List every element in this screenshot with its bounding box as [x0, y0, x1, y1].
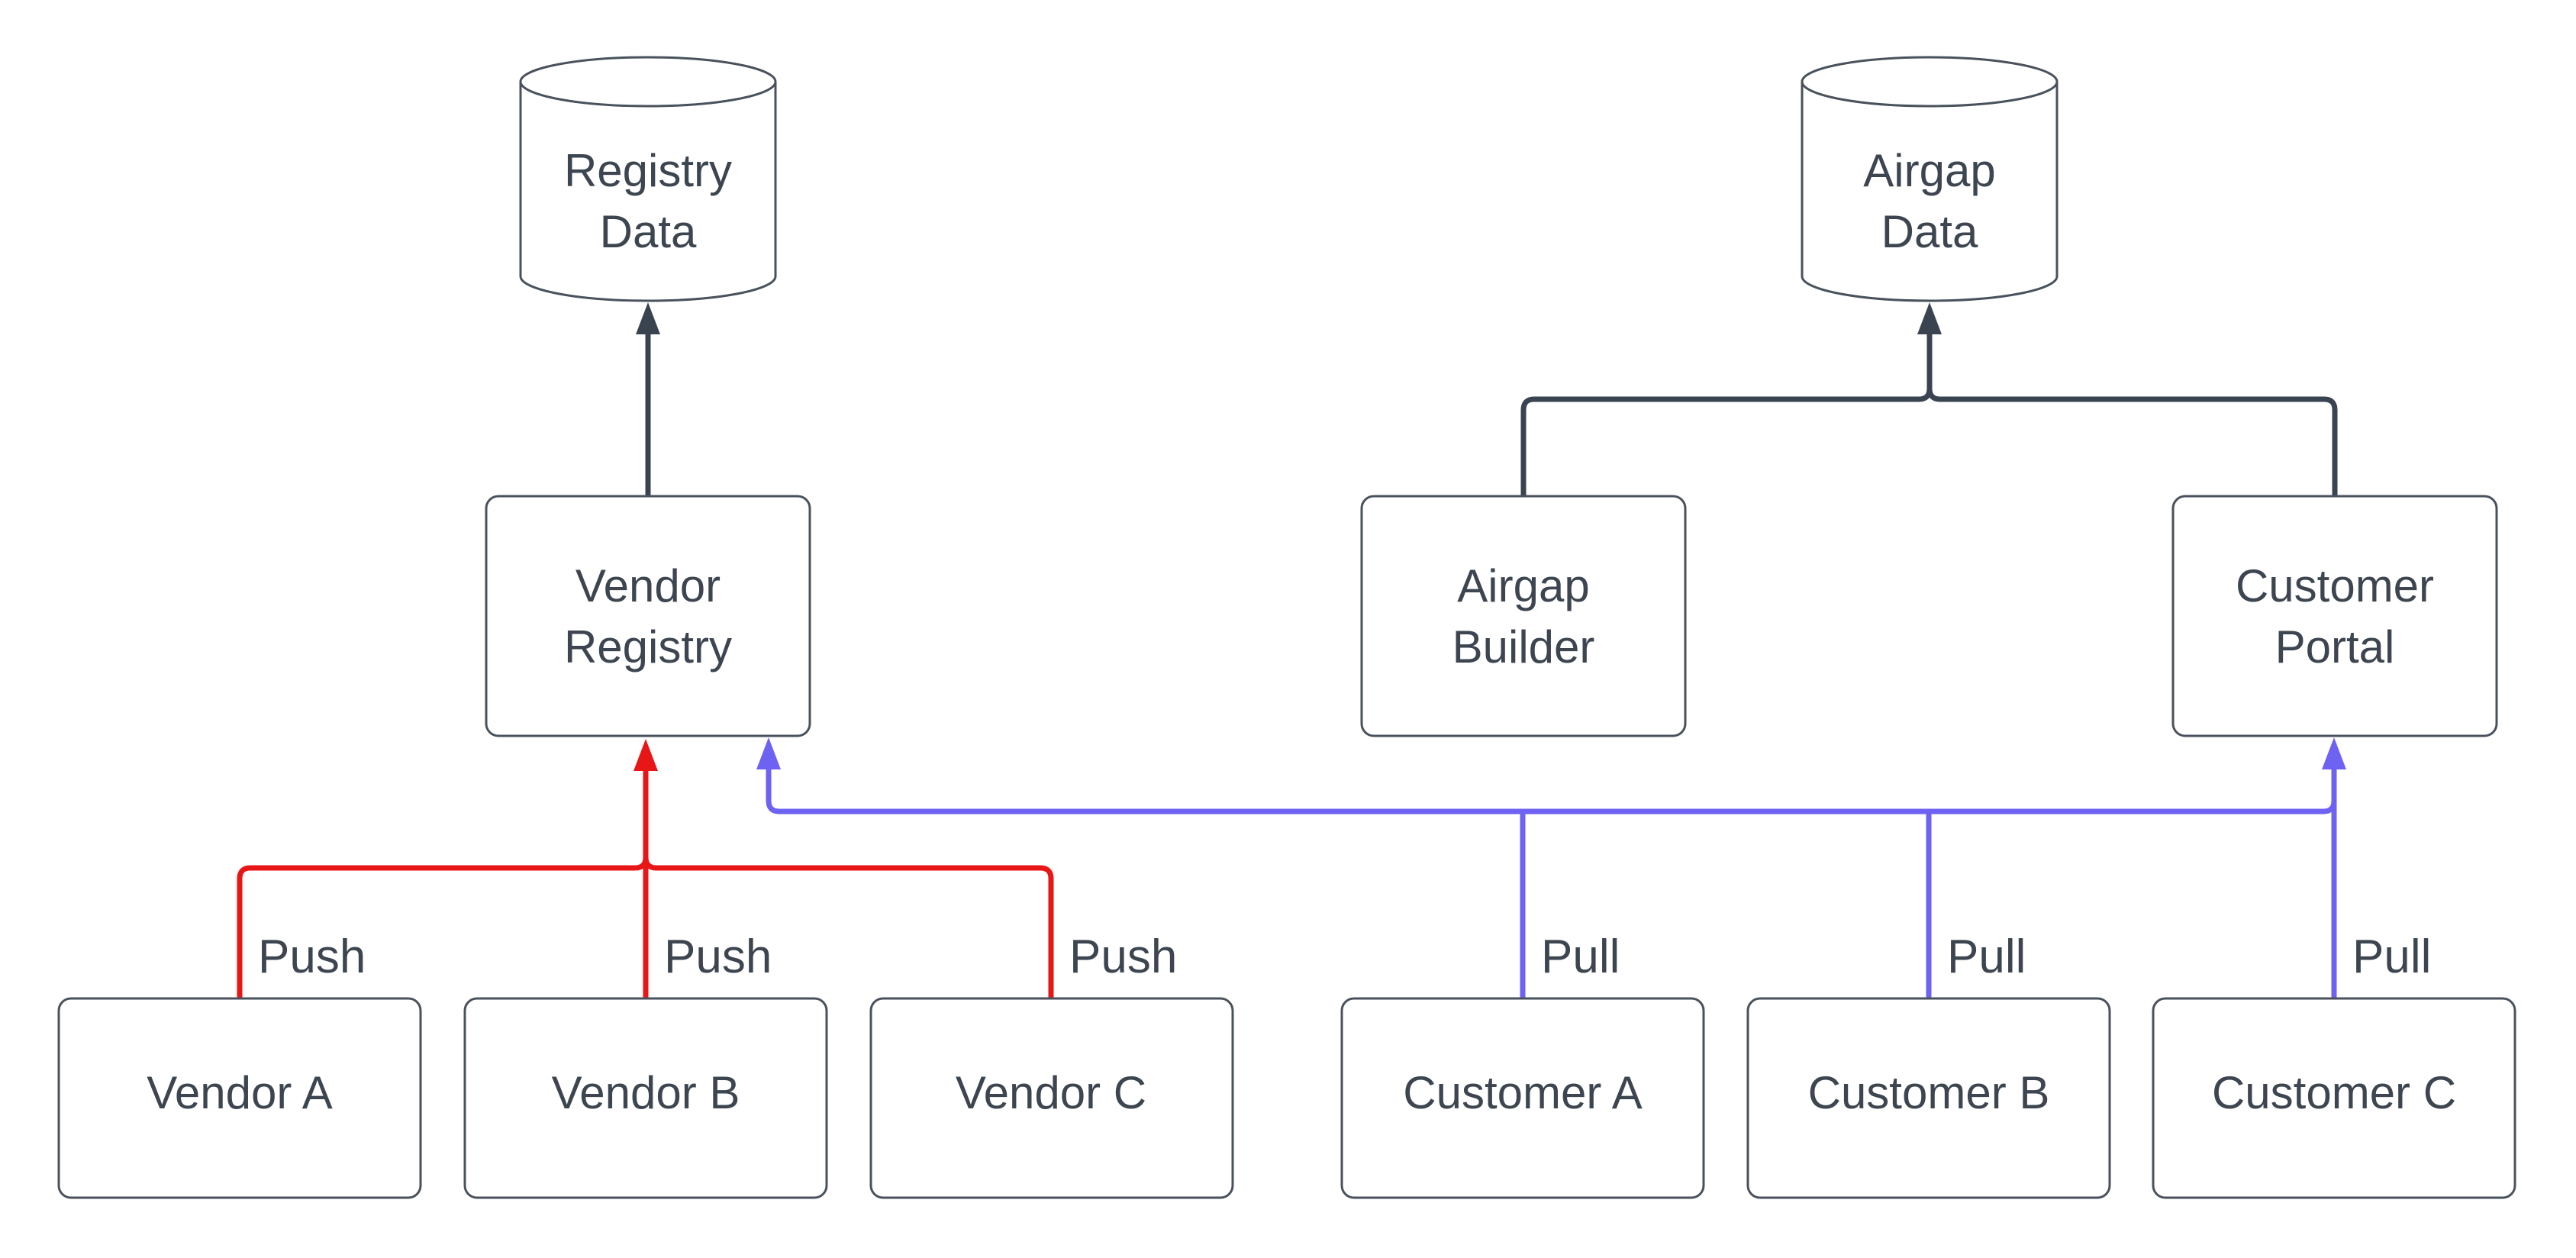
customer-a-label: Customer A	[1403, 1067, 1642, 1118]
customer-a-node-box	[1340, 997, 1705, 1199]
pull-label-customer-b: Pull	[1947, 931, 2026, 983]
vendor-registry-label-line1: Vendor	[575, 560, 721, 611]
dark-flow-lines	[645, 331, 2338, 496]
pull-flow-lines	[766, 769, 2337, 998]
airgap-data-label-line2: Data	[1881, 206, 1978, 257]
customer-c-node-box	[2152, 997, 2516, 1199]
vendor-registry-label-line2: Registry	[564, 621, 732, 673]
customer-portal-node-box	[2171, 495, 2498, 737]
pull-arrowheads	[756, 737, 2346, 769]
registry-data-cylinder-body	[519, 82, 777, 302]
airgap-builder-label-line2: Builder	[1452, 621, 1595, 673]
pull-label-customer-c: Pull	[2352, 931, 2431, 983]
push-arrowhead-into-vendor-registry	[634, 739, 658, 771]
vendor-c-node-box	[869, 997, 1234, 1199]
pull-arrowhead-into-vendor-registry	[756, 737, 781, 769]
diagram-labels: Registry Data Airgap Data Vendor Registr…	[147, 145, 2456, 1118]
pull-label-customer-a: Pull	[1541, 931, 1620, 983]
airgap-builder-node-box	[1360, 495, 1687, 737]
pull-trunk-line	[766, 769, 2337, 814]
customer-b-label: Customer B	[1808, 1067, 2050, 1118]
airgap-data-cylinder-top	[1801, 56, 2059, 108]
customer-portal-label-line1: Customer	[2236, 560, 2434, 611]
vendor-b-node-box	[463, 997, 828, 1199]
registry-data-cylinder-top	[519, 56, 777, 108]
vendor-registry-node-box	[485, 495, 811, 737]
airgap-builder-to-airgap-data-line	[1520, 388, 1933, 496]
node-shapes	[57, 56, 2516, 1199]
vendor-a-node-box	[57, 997, 422, 1199]
push-label-vendor-c: Push	[1069, 931, 1177, 983]
vendor-a-label: Vendor A	[147, 1067, 333, 1118]
airgap-data-cylinder-body	[1801, 82, 2059, 302]
customer-c-label: Customer C	[2212, 1067, 2456, 1118]
customer-portal-to-airgap-data-line	[1926, 388, 2338, 496]
vendor-b-label: Vendor B	[552, 1067, 740, 1118]
push-label-vendor-a: Push	[258, 931, 366, 983]
pull-arrowhead-into-customer-portal	[2322, 737, 2346, 769]
airgap-data-label-line1: Airgap	[1863, 145, 1995, 196]
push-arrowheads	[634, 739, 658, 771]
registry-data-arrowhead	[636, 302, 660, 334]
registry-data-label-line1: Registry	[564, 145, 732, 196]
push-label-vendor-b: Push	[664, 931, 772, 983]
dark-arrowheads	[636, 302, 1942, 334]
customer-portal-label-line2: Portal	[2275, 621, 2395, 673]
push-flow-lines	[237, 771, 1054, 998]
airgap-data-arrowhead	[1917, 302, 1942, 334]
registry-data-label-line2: Data	[600, 206, 697, 257]
customer-b-node-box	[1746, 997, 2111, 1199]
vendor-c-label: Vendor C	[956, 1067, 1146, 1118]
airgap-builder-label-line1: Airgap	[1457, 560, 1589, 611]
